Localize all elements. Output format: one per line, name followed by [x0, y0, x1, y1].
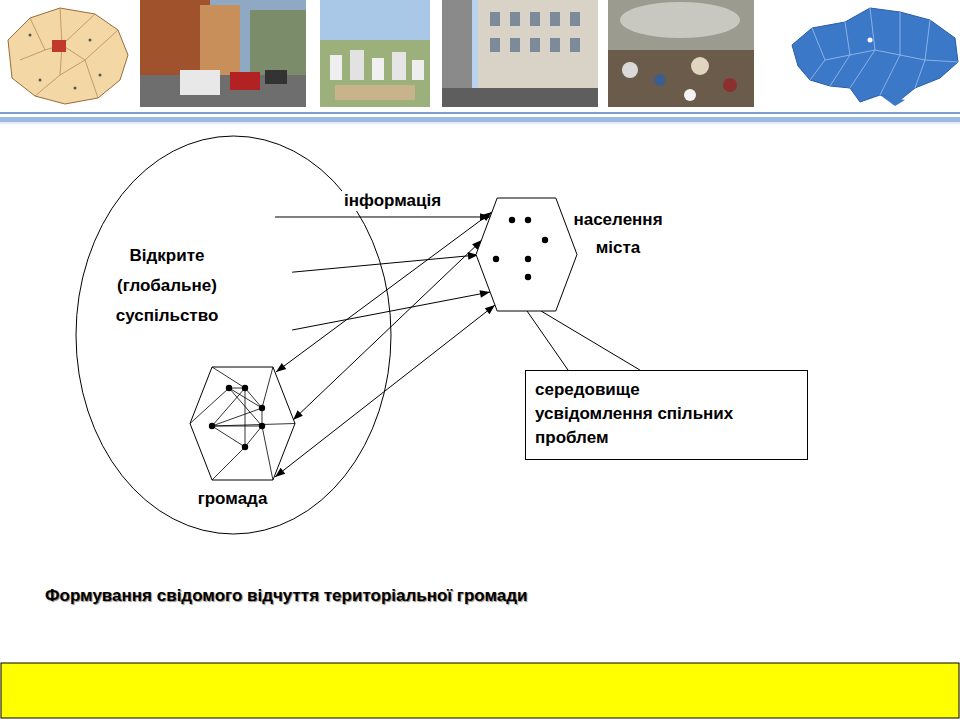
hexagon-outline: [190, 367, 295, 480]
person-dot: [525, 217, 531, 223]
node-label: середовище усвідомлення спільних проблем: [535, 378, 740, 450]
person-dot: [542, 237, 548, 243]
connector: [527, 311, 568, 370]
network-lines: [190, 367, 295, 480]
arrow-head: [480, 290, 491, 297]
connector: [275, 213, 490, 221]
person-dot: [525, 256, 531, 262]
caption: Формування свідомого відчуття територіал…: [45, 586, 528, 606]
person-dot: [493, 256, 499, 262]
arrow-head: [485, 305, 495, 314]
connector: [541, 311, 640, 370]
aerial-photo: [320, 0, 430, 107]
person-dot: [242, 385, 248, 391]
person-dot: [259, 405, 265, 411]
callout-box: середовище усвідомлення спільних проблем: [525, 370, 808, 460]
person-dot: [226, 385, 232, 391]
person-dot: [242, 444, 248, 450]
connector: [276, 212, 492, 372]
connector: [292, 252, 478, 272]
region-map: [0, 0, 132, 106]
edge-label: інформація: [342, 191, 443, 211]
building-photo: [442, 0, 598, 107]
header-rule: [0, 112, 960, 114]
node-label: Відкрите (глобальне) суспільство: [107, 241, 227, 331]
connector: [293, 240, 482, 420]
population-hexagon: населення міста: [476, 198, 577, 311]
dump-photo: [608, 0, 754, 107]
footer-band: [1, 663, 959, 718]
node-label: громада: [170, 488, 295, 510]
person-dot: [525, 274, 531, 280]
header-rule: [0, 123, 960, 124]
node-label: населення міста: [568, 206, 668, 262]
country-map: [792, 8, 958, 106]
hexagon-outline: [476, 198, 577, 311]
person-dot: [209, 423, 215, 429]
community-hexagon: громада: [190, 367, 295, 480]
person-dot: [509, 217, 515, 223]
person-dot: [259, 423, 265, 429]
arrow-head: [276, 363, 286, 372]
arrow-head: [293, 410, 303, 420]
header-band: [0, 117, 960, 122]
street-photo: [140, 0, 306, 107]
